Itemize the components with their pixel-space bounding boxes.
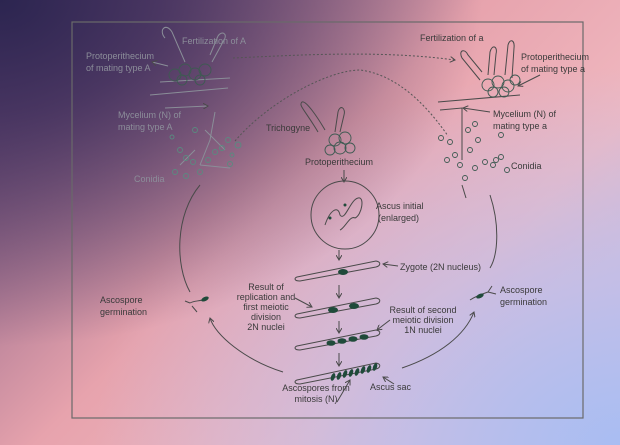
first-division-label-line: Result of [248, 282, 284, 292]
ascus-initial-label: Ascus initial [376, 201, 424, 211]
fertilization-path-A [234, 69, 449, 142]
germination-right-label: Ascospore [500, 285, 543, 295]
mycelium-A-label: Mycelium (N) of [118, 110, 182, 120]
ascus-initial-cell [324, 197, 363, 231]
cycle-arc-left-lower [210, 318, 284, 373]
zygote-ascus [294, 260, 381, 282]
protoperithecium-A-label-2: of mating type A [86, 63, 151, 73]
ascus-initial-label-2: (enlarged) [378, 213, 419, 223]
fertilization-path-a [232, 53, 455, 60]
zygote-label: Zygote (2N nucleus) [400, 262, 481, 272]
protoperithecium-a [437, 40, 541, 160]
cycle-arc-left-upper [179, 184, 201, 293]
germination-left-label-2: germination [100, 307, 147, 317]
mycelium-a [438, 121, 510, 181]
protoperithecium-a-label: Protoperithecium [521, 52, 589, 62]
second-division-label-line: meiotic division [392, 315, 453, 325]
protoperithecium-label: Protoperithecium [305, 157, 373, 167]
center-protoperithecium [300, 101, 356, 156]
ascus-initial-circle [310, 180, 380, 250]
fertilization-a-label: Fertilization of a [420, 33, 484, 43]
diagram-frame [71, 21, 584, 419]
germination-right-label-2: germination [500, 297, 547, 307]
protoperithecium-A [149, 26, 231, 96]
ascospore-germination-left-icon [184, 296, 209, 313]
protoperithecium-A-label: Protoperithecium [86, 51, 154, 61]
mycelium-A-label-2: mating type A [118, 122, 173, 132]
mycelium-A [164, 106, 242, 179]
ascospores-label-line: mitosis (N) [295, 394, 338, 404]
second-division-label-line: Result of second [389, 305, 456, 315]
ascospores-label: Ascospores from mitosis (N) [282, 383, 350, 404]
second-division-label-line: 1N nuclei [404, 325, 442, 335]
mycelium-a-label-2: mating type a [493, 121, 547, 131]
trichogyne-label: Trichogyne [266, 123, 310, 133]
first-division-label-line: replication and [237, 292, 296, 302]
mycelium-a-label: Mycelium (N) of [493, 109, 557, 119]
fertilization-A-label: Fertilization of A [182, 36, 246, 46]
ascospores-label-line: Ascospores from [282, 383, 350, 393]
first-division-ascus [294, 297, 381, 319]
ascospore-germination-right-icon [469, 285, 497, 301]
second-division-ascus [294, 329, 381, 351]
conidia-right-label: Conidia [511, 161, 542, 171]
cycle-arc-right-top [461, 184, 467, 199]
ascospores-ascus [294, 362, 381, 385]
first-division-label-line: first meiotic [243, 302, 289, 312]
ascus-sac-label: Ascus sac [370, 382, 412, 392]
first-division-label-line: 2N nuclei [247, 322, 285, 332]
second-division-label: Result of second meiotic division 1N nuc… [389, 305, 456, 335]
protoperithecium-a-label-2: of mating type a [521, 64, 585, 74]
first-division-label: Result of replication and first meiotic … [237, 282, 296, 332]
first-division-label-line: division [251, 312, 281, 322]
conidia-left-label: Conidia [134, 174, 165, 184]
germination-left-label: Ascospore [100, 295, 143, 305]
cycle-arc-right-lower [401, 312, 474, 369]
cycle-arc-right-upper [489, 194, 498, 269]
